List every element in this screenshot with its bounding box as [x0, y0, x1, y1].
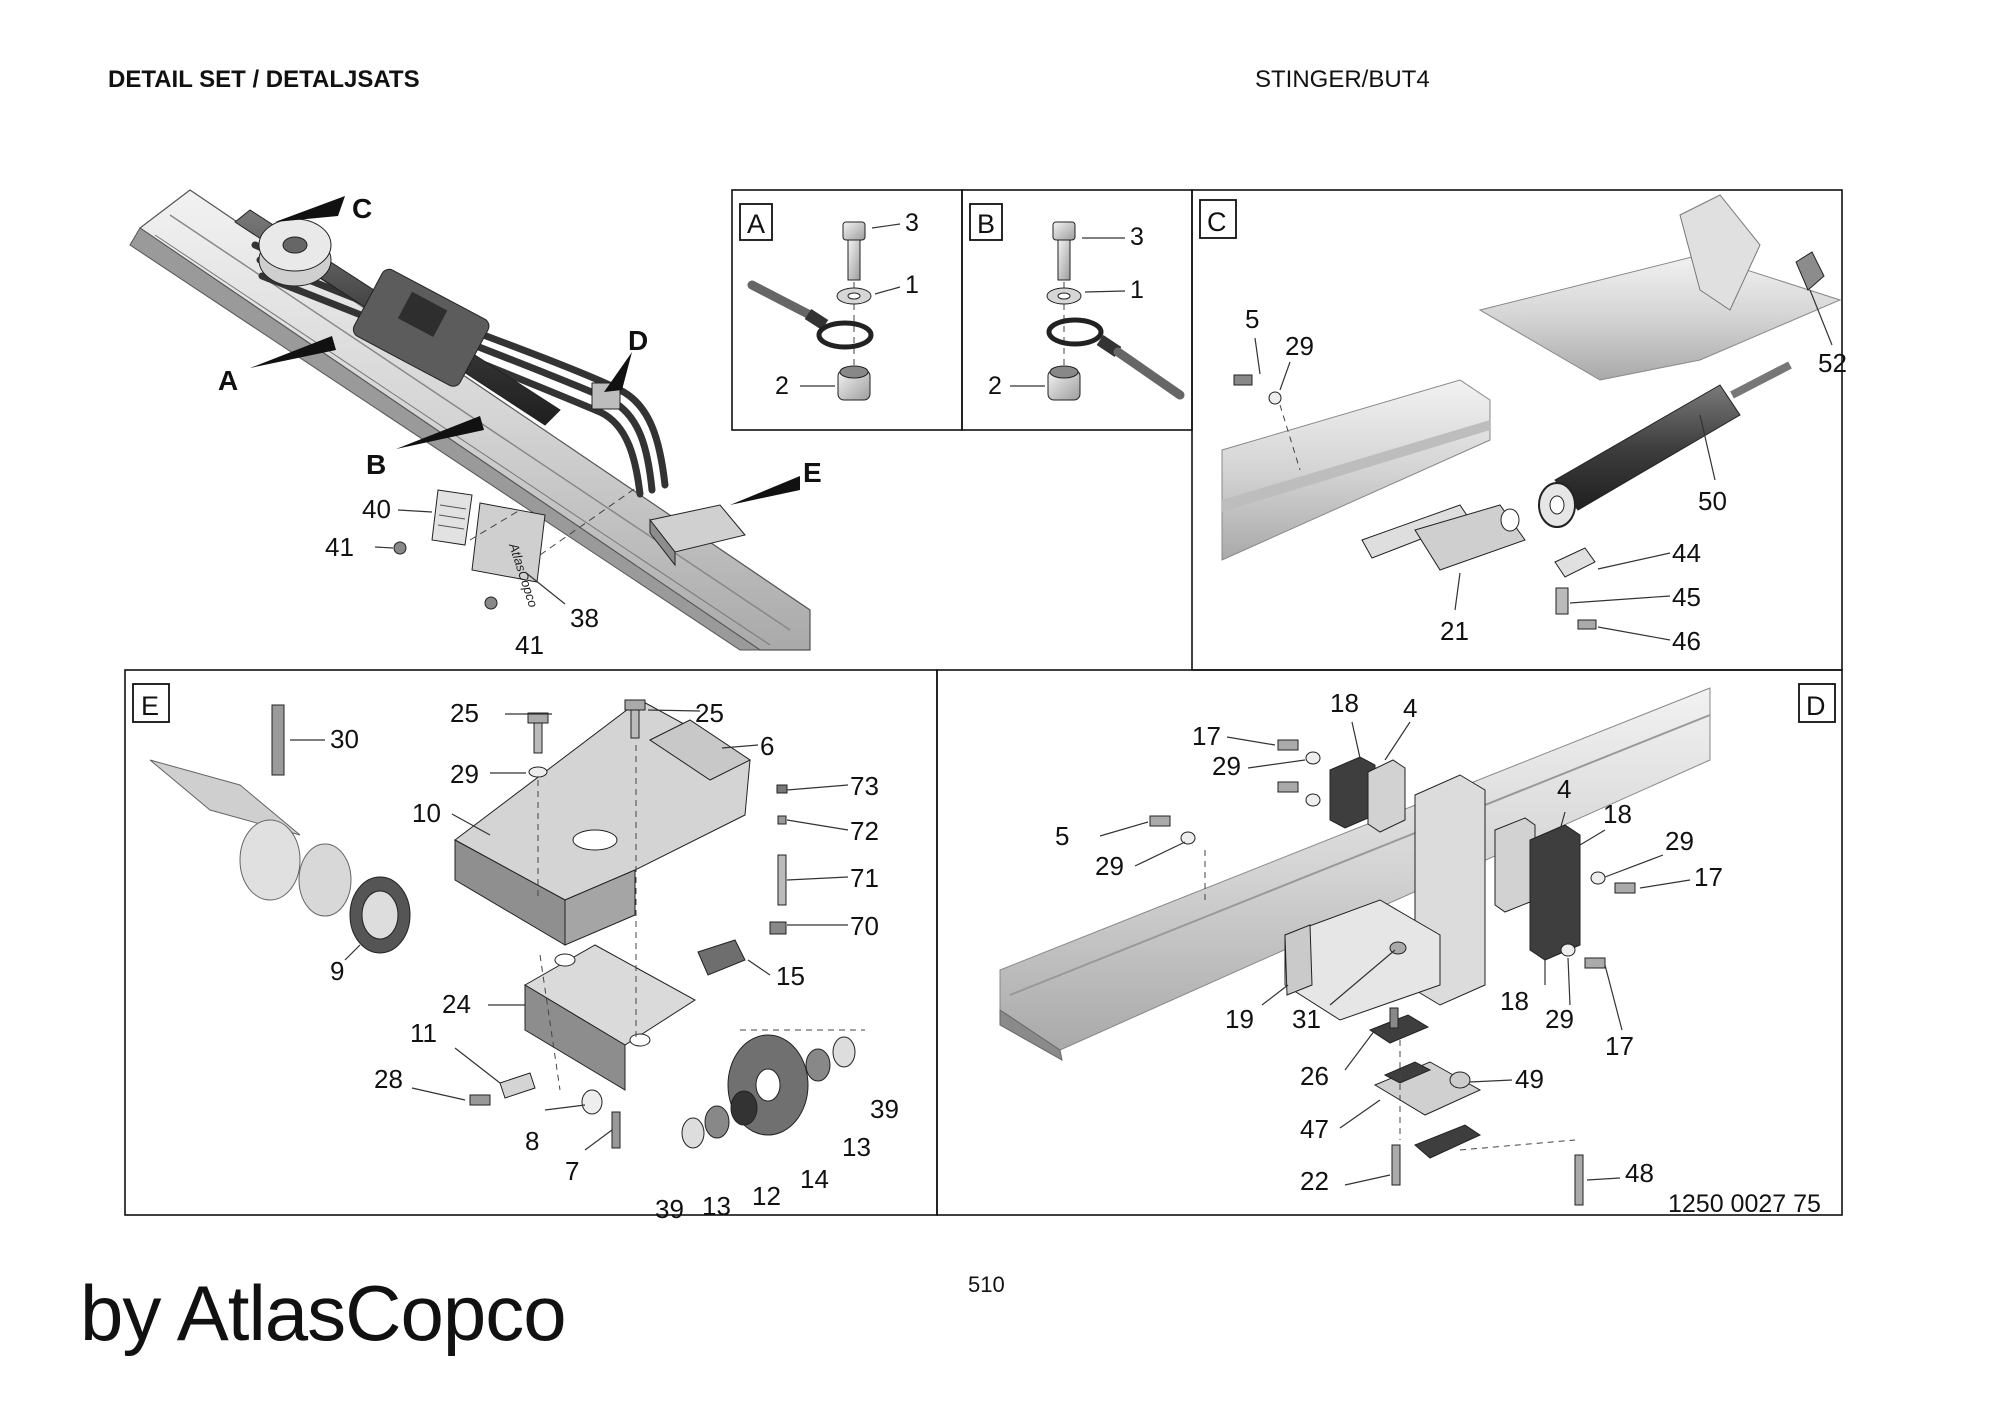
part-12: 12 [752, 1181, 781, 1211]
brand-watermark: by AtlasCopco [80, 1269, 567, 1357]
part-31: 31 [1292, 1004, 1321, 1034]
part-5: 5 [1245, 304, 1259, 334]
part-73: 73 [850, 771, 879, 801]
document-title: DETAIL SET / DETALJSATS [108, 66, 420, 93]
panel-e-view: E [132, 683, 899, 1224]
part-22: 22 [1300, 1166, 1329, 1196]
part-52: 52 [1818, 348, 1847, 378]
callout-c: C [352, 193, 372, 224]
part-30: 30 [330, 724, 359, 754]
part-29: 29 [450, 759, 479, 789]
part-18: 18 [1500, 986, 1529, 1016]
part-6: 6 [760, 731, 774, 761]
part-17: 17 [1605, 1031, 1634, 1061]
part-14: 14 [800, 1164, 829, 1194]
callout-d: D [628, 325, 648, 356]
part-38: 38 [570, 603, 599, 633]
part-13: 13 [842, 1132, 871, 1162]
part-5: 5 [1055, 821, 1069, 851]
part-17: 17 [1192, 721, 1221, 751]
part-47: 47 [1300, 1114, 1329, 1144]
part-7: 7 [565, 1156, 579, 1186]
part-29: 29 [1545, 1004, 1574, 1034]
part-17: 17 [1694, 862, 1723, 892]
part-4: 4 [1557, 774, 1571, 804]
part-40: 40 [362, 494, 391, 524]
part-15: 15 [776, 961, 805, 991]
part-41: 41 [325, 532, 354, 562]
panel-b-view: B 3 1 2 [969, 203, 1185, 401]
part-3: 3 [1130, 223, 1144, 251]
panel-d-frame [936, 669, 1843, 1216]
part-29: 29 [1285, 331, 1314, 361]
model-designation: STINGER/BUT4 [1255, 66, 1430, 93]
part-41: 41 [515, 630, 544, 660]
part-49: 49 [1515, 1064, 1544, 1094]
part-29: 29 [1095, 851, 1124, 881]
part-9: 9 [330, 956, 344, 986]
part-2: 2 [988, 372, 1002, 400]
panel-c-label: C [1207, 207, 1227, 237]
part-3: 3 [905, 209, 919, 237]
panel-b-label: B [977, 209, 995, 239]
callout-b: B [366, 449, 386, 480]
part-39: 39 [655, 1194, 684, 1224]
part-18: 18 [1603, 799, 1632, 829]
part-48: 48 [1625, 1158, 1654, 1188]
part-13: 13 [702, 1191, 731, 1221]
part-39: 39 [870, 1094, 899, 1124]
panel-e-label: E [141, 691, 159, 721]
part-11: 11 [410, 1018, 437, 1048]
part-8: 8 [525, 1126, 539, 1156]
part-19: 19 [1225, 1004, 1254, 1034]
drawing-number: 1250 0027 75 [1668, 1190, 1821, 1218]
part-1: 1 [905, 271, 919, 299]
part-71: 71 [850, 863, 879, 893]
page-number: 510 [968, 1272, 1005, 1297]
part-45: 45 [1672, 582, 1701, 612]
panel-d-view: D [999, 683, 1836, 1218]
part-21: 21 [1440, 616, 1469, 646]
part-2: 2 [775, 372, 789, 400]
part-4: 4 [1403, 693, 1417, 723]
part-24: 24 [442, 989, 471, 1019]
part-29: 29 [1212, 751, 1241, 781]
panel-a-label: A [747, 209, 765, 239]
part-70: 70 [850, 911, 879, 941]
part-29: 29 [1665, 826, 1694, 856]
panel-c-view: C [1199, 194, 1847, 656]
part-28: 28 [374, 1064, 403, 1094]
part-26: 26 [1300, 1061, 1329, 1091]
part-25: 25 [695, 698, 724, 728]
part-1: 1 [1130, 276, 1144, 304]
part-25: 25 [450, 698, 479, 728]
overview-view: C A B D E AtlasCopco 40 41 38 41 [129, 189, 822, 660]
part-72: 72 [850, 816, 879, 846]
callout-a: A [218, 365, 238, 396]
panel-d-label: D [1806, 691, 1826, 721]
part-18: 18 [1330, 688, 1359, 718]
part-10: 10 [412, 798, 441, 828]
part-44: 44 [1672, 538, 1701, 568]
panel-a-view: A 3 1 2 [739, 203, 919, 401]
part-50: 50 [1698, 486, 1727, 516]
callout-e: E [803, 457, 822, 488]
part-46: 46 [1672, 626, 1701, 656]
